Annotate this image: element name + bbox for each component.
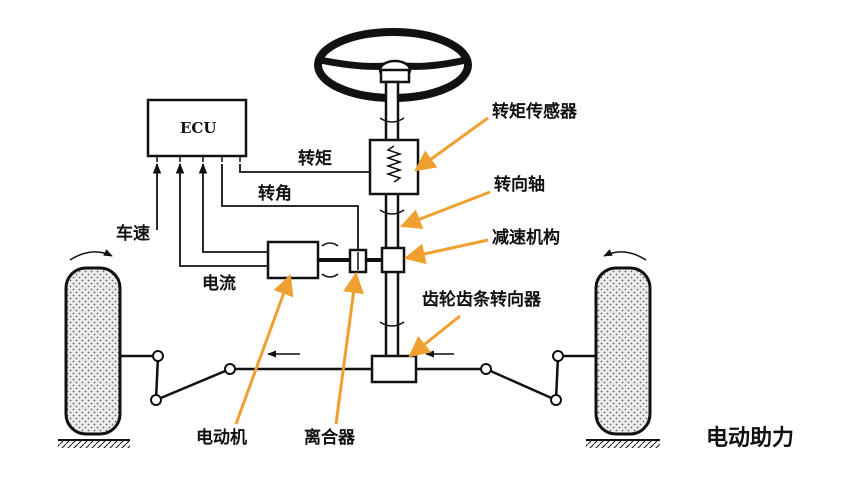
arrow-reduction <box>403 238 489 265</box>
rack-pinion-box <box>370 354 418 384</box>
steering-column <box>379 80 405 374</box>
callout-arrows <box>234 116 491 425</box>
label-clutch: 离合器 <box>304 428 355 448</box>
arrow-motor <box>234 274 294 425</box>
label-steering-shaft: 转向轴 <box>494 175 545 195</box>
arrow-clutch <box>334 271 364 425</box>
label-torque-sensor: 转矩传感器 <box>492 102 577 122</box>
label-reduction-mechanism: 减速机构 <box>492 228 560 248</box>
arrow-steering-shaft <box>400 190 491 229</box>
joints <box>150 350 564 406</box>
ecu-pins <box>156 156 241 162</box>
label-angle: 转角 <box>258 184 292 204</box>
arrow-torque-sensor <box>414 116 489 172</box>
label-current: 电流 <box>202 274 236 294</box>
left-tire <box>58 249 130 448</box>
label-rack-pinion: 齿轮齿条转向器 <box>422 290 541 310</box>
arrow-rack-pinion <box>408 314 461 358</box>
reduction-gear-box <box>380 246 406 274</box>
ecu-label: ECU <box>180 119 217 137</box>
motor <box>266 240 350 280</box>
caption: 电动助力 <box>706 426 795 451</box>
label-vehicle-speed: 车速 <box>116 224 150 244</box>
ecu-box <box>146 98 248 158</box>
label-torque: 转矩 <box>298 149 332 169</box>
clutch <box>348 248 382 274</box>
label-motor: 电动机 <box>196 428 247 448</box>
signal-wires <box>152 162 370 267</box>
right-tire <box>586 249 660 448</box>
steering-linkage <box>118 354 596 402</box>
torque-sensor-box <box>368 138 420 196</box>
